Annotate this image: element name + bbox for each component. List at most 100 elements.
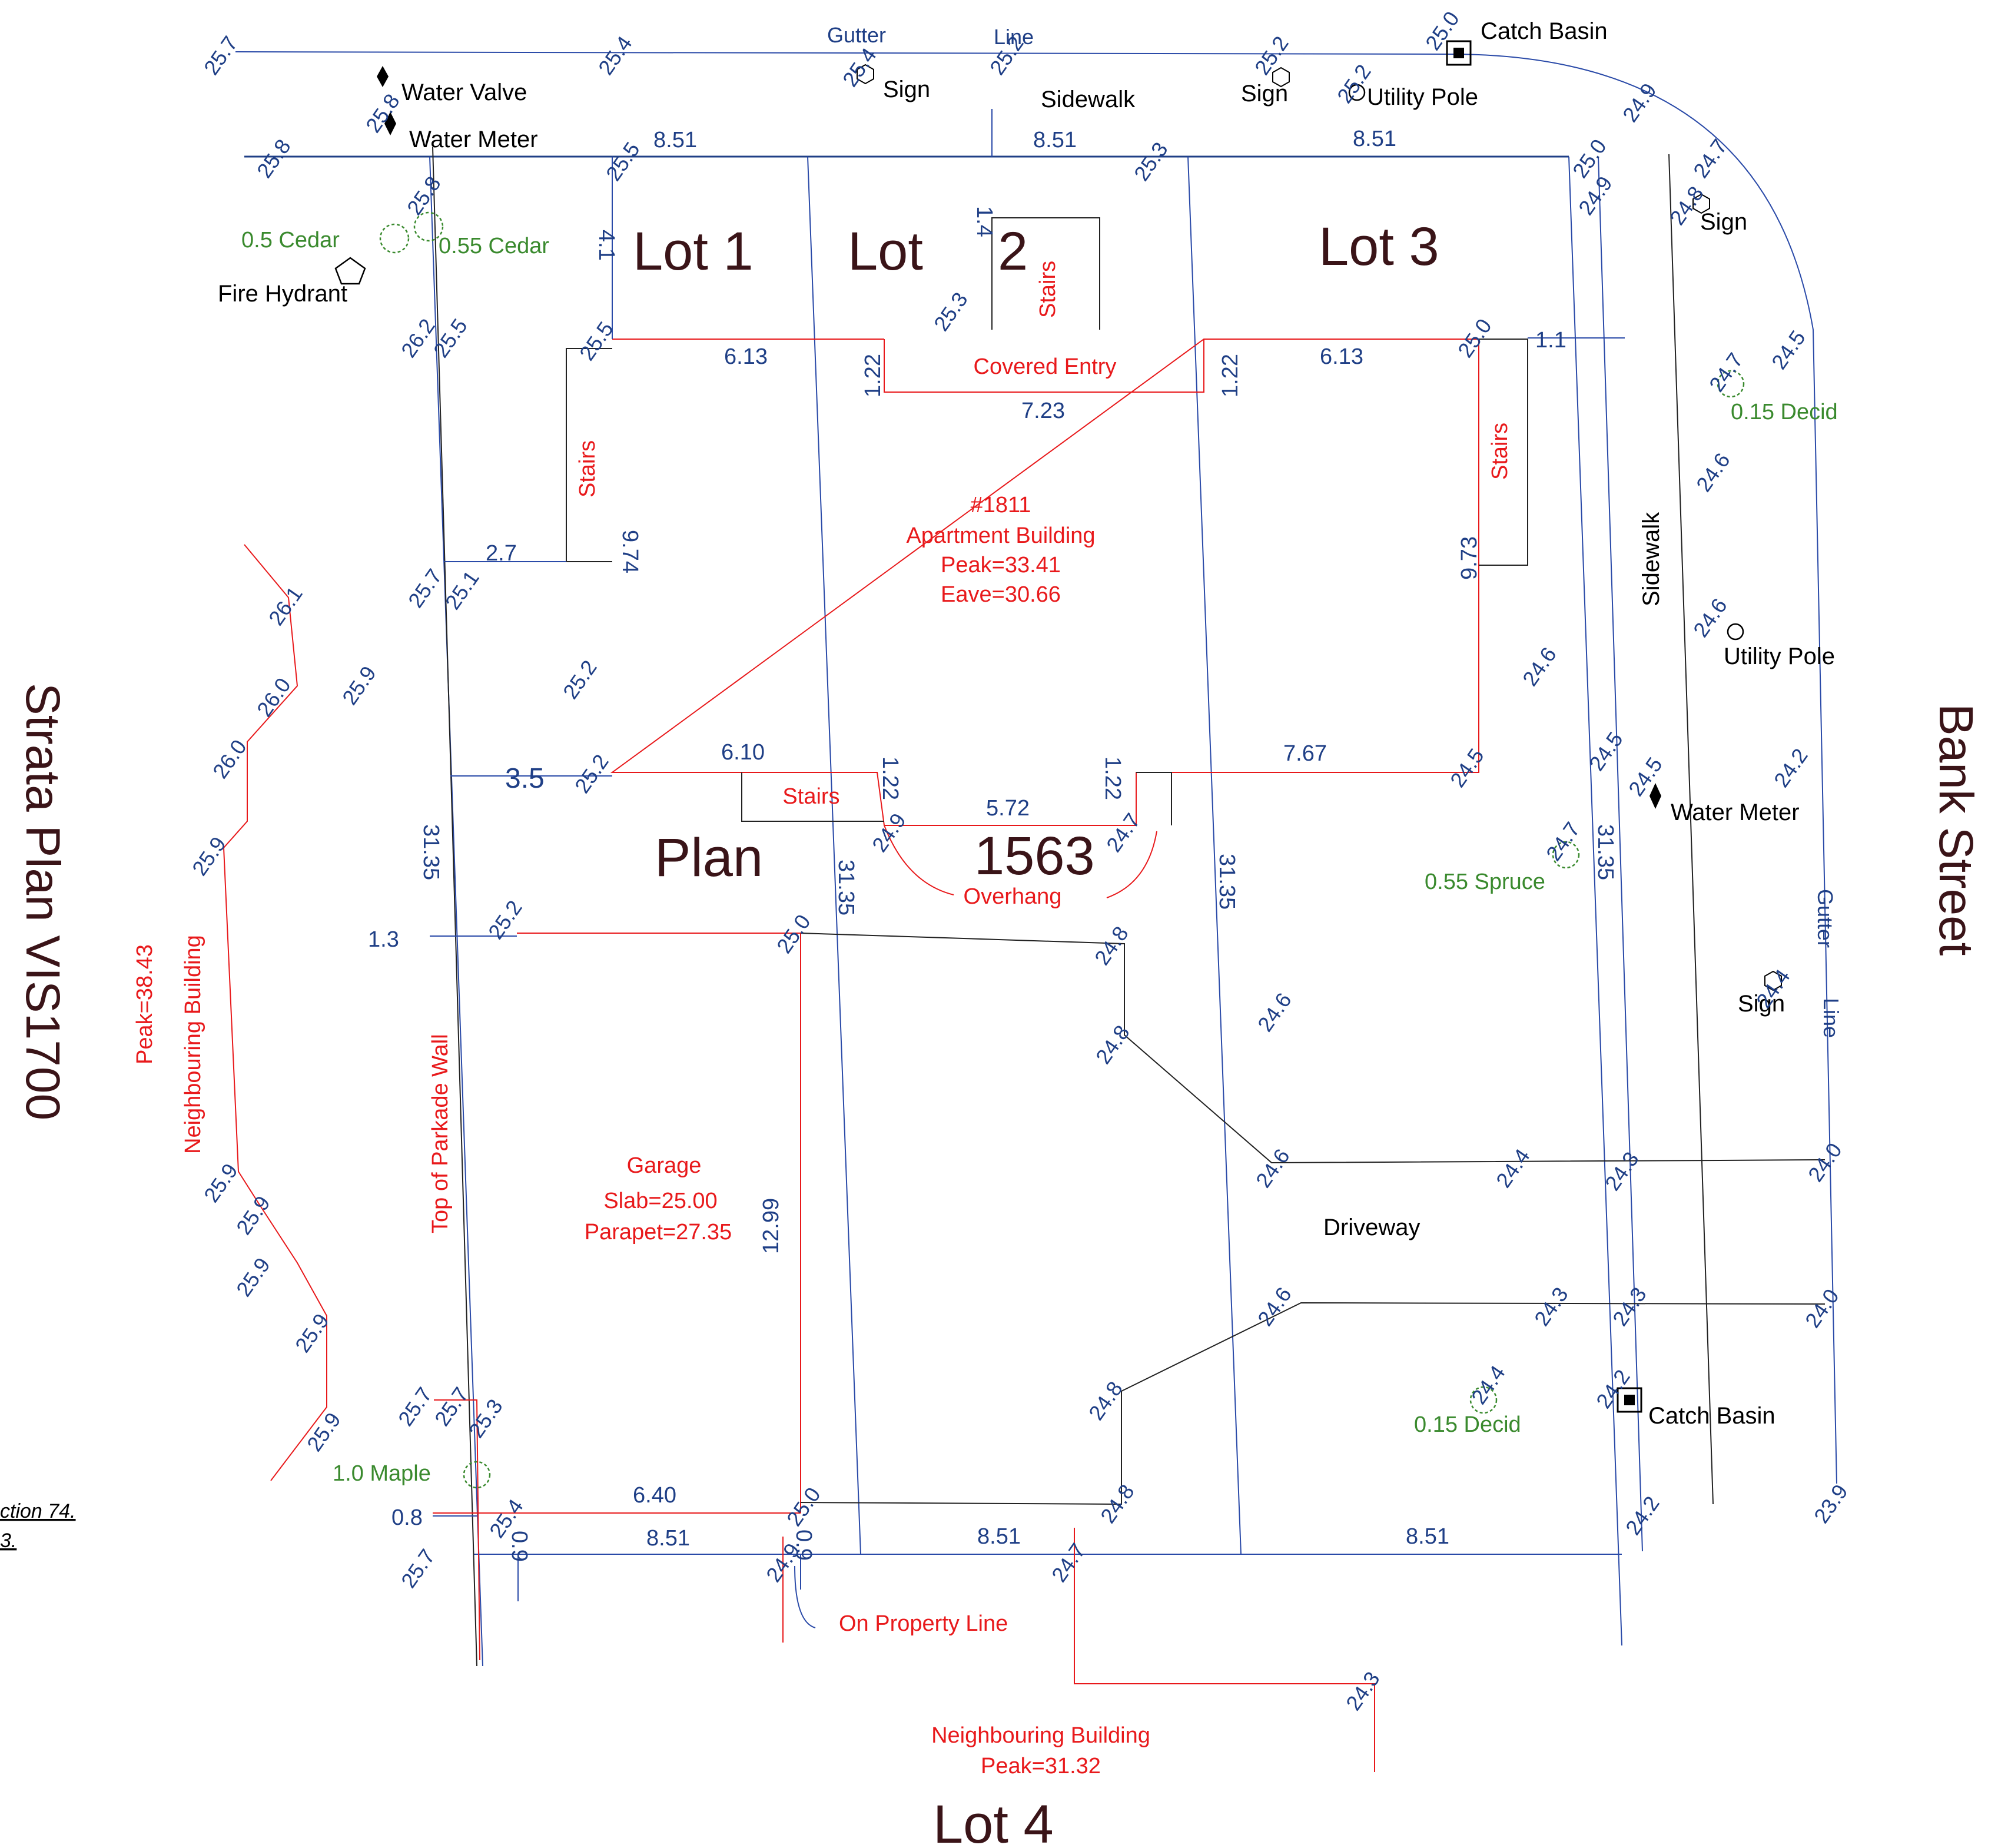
elev-label: 25.9	[199, 1159, 243, 1207]
dim-entry-width: 7.23	[1021, 399, 1065, 423]
catch-basin-south: Catch Basin	[1617, 1387, 1775, 1429]
tree-maple-label: 1.0 Maple	[333, 1461, 431, 1486]
elev-label: 25.7	[403, 565, 447, 612]
elev-label: 25.8	[361, 89, 404, 137]
catch-basin-icon	[1617, 1387, 1642, 1413]
elev-label: 24.0	[1803, 1139, 1847, 1186]
strata-plan-label: Strata Plan VIS1700	[16, 683, 69, 1120]
dim-frontage-1: 8.51	[653, 128, 697, 152]
dim-entry-depth-right: 1.22	[1218, 354, 1243, 397]
elev-label: 23.9	[1809, 1480, 1853, 1528]
dimension-leaders	[430, 109, 1625, 1628]
catch-basin-north-label: Catch Basin	[1481, 18, 1608, 44]
dim-side-13: 1.3	[368, 927, 399, 952]
garage-slab: Slab=25.00	[603, 1189, 717, 1213]
lot-2-label-a: Lot	[848, 221, 923, 281]
street-lines	[235, 51, 1837, 1667]
elev-label: 24.6	[1688, 594, 1732, 642]
elev-label: 25.5	[575, 317, 618, 365]
sign-icon	[1764, 970, 1782, 991]
neighbour-south-peak: Peak=31.32	[981, 1754, 1101, 1779]
dim-side-09-right: 0.9	[791, 1530, 816, 1561]
dim-rear-depth-right: 1.22	[1100, 757, 1125, 800]
water-meter-east-label: Water Meter	[1671, 799, 1800, 825]
tree-cedar-b-label: 0.55 Cedar	[439, 234, 549, 258]
west-stairs-label: Stairs	[575, 440, 600, 497]
elev-label: 25.1	[440, 566, 484, 614]
north-stairs-label: Stairs	[1035, 261, 1060, 318]
tree-icon	[1717, 370, 1745, 398]
line-label-east: Line	[1819, 998, 1843, 1038]
utility-pole-icon	[1727, 623, 1744, 641]
utility-pole-label-2: Utility Pole	[1724, 643, 1835, 669]
sidewalk-label-east: Sidewalk	[1638, 512, 1664, 606]
elev-label: 24.7	[1047, 1539, 1090, 1587]
dim-entry-depth-left: 1.22	[861, 354, 885, 397]
water-meter-icon	[1649, 783, 1661, 809]
tree-icon	[413, 211, 444, 242]
lot-4-label: Lot 4	[933, 1794, 1054, 1848]
covered-entry-label: Covered Entry	[974, 354, 1117, 379]
elev-label: 24.9	[1618, 79, 1661, 127]
overhang-label: Overhang	[964, 884, 1062, 909]
water-meter-east: Water Meter	[1649, 783, 1800, 825]
elev-label: 25.9	[231, 1192, 275, 1239]
catch-basin-north: Catch Basin	[1446, 18, 1608, 66]
fire-hydrant: Fire Hydrant	[218, 257, 366, 307]
tree-icon	[1469, 1386, 1498, 1414]
dim-rear-right: 7.67	[1283, 741, 1327, 766]
elev-label: 24.6	[1253, 988, 1296, 1036]
dimensions: 8.51 8.51 8.51 1.4 4.1 6.13 6.13 7.23 1.…	[368, 127, 1618, 1562]
elev-label: 25.0	[1453, 314, 1496, 362]
tree-icon	[463, 1461, 491, 1489]
lot-3-label: Lot 3	[1319, 217, 1439, 277]
elev-label: 25.8	[402, 172, 446, 220]
line-label-north: Line	[994, 25, 1034, 49]
elev-label: 25.2	[1250, 32, 1293, 79]
sign-label-3: Sign	[1700, 209, 1747, 235]
elev-label: 25.7	[199, 32, 243, 79]
sign-icon	[857, 64, 874, 85]
elev-label: 24.5	[1767, 326, 1810, 374]
elev-label: 25.2	[570, 750, 613, 798]
garage-title: Garage	[627, 1153, 702, 1178]
elev-label: 24.3	[1608, 1283, 1651, 1331]
elev-label: 24.5	[1624, 753, 1667, 801]
water-meter-north-label: Water Meter	[409, 127, 538, 152]
tree-spruce-label: 0.55 Spruce	[1425, 870, 1545, 894]
tree-cedar-a-label: 0.5 Cedar	[241, 228, 340, 253]
trees: 0.5 Cedar 0.55 Cedar 0.15 Decid 0.55 Spr…	[241, 211, 1838, 1489]
signs: Sign Sign Sign Sign	[857, 64, 1785, 1017]
sign-icon	[1272, 67, 1290, 88]
sign-label-4: Sign	[1738, 991, 1785, 1017]
utility-pole-icon	[1348, 84, 1366, 101]
elev-label: 25.9	[302, 1408, 346, 1456]
dim-frontage-3: 8.51	[1353, 127, 1396, 151]
building-type: Apartment Building	[906, 523, 1095, 548]
elev-label: 25.8	[252, 135, 296, 183]
elev-label: 24.0	[1800, 1285, 1844, 1332]
rear-stairs-label: Stairs	[782, 784, 839, 809]
sign-icon	[1692, 193, 1710, 214]
elev-label: 26.0	[252, 673, 296, 721]
water-valve-label: Water Valve	[401, 79, 527, 105]
elev-label: 24.7	[1688, 135, 1732, 183]
elev-label: 25.0	[782, 1483, 825, 1531]
elev-label: 26.0	[208, 735, 251, 783]
building-eave: Eave=30.66	[941, 582, 1061, 607]
plan-label: Plan	[655, 828, 763, 888]
sign-label-2: Sign	[1241, 81, 1288, 107]
tree-decid-b-label: 0.15 Decid	[1414, 1412, 1521, 1437]
elev-label: 25.3	[929, 288, 973, 336]
dim-rear-depth-left: 1.22	[878, 757, 902, 800]
elev-label: 26.1	[264, 582, 307, 630]
neighbour-west-peak: Peak=38.43	[132, 944, 157, 1064]
fire-hydrant-label: Fire Hydrant	[218, 281, 347, 307]
elev-label: 24.6	[1518, 643, 1561, 691]
elev-label: 24.8	[1090, 922, 1133, 970]
dim-garage-width: 6.40	[633, 1483, 676, 1508]
elev-label: 26.2	[396, 314, 440, 362]
gutter-label-north: Gutter	[827, 23, 886, 47]
sidewalk-label-north: Sidewalk	[1041, 87, 1136, 112]
elev-label: 25.3	[1129, 138, 1173, 185]
